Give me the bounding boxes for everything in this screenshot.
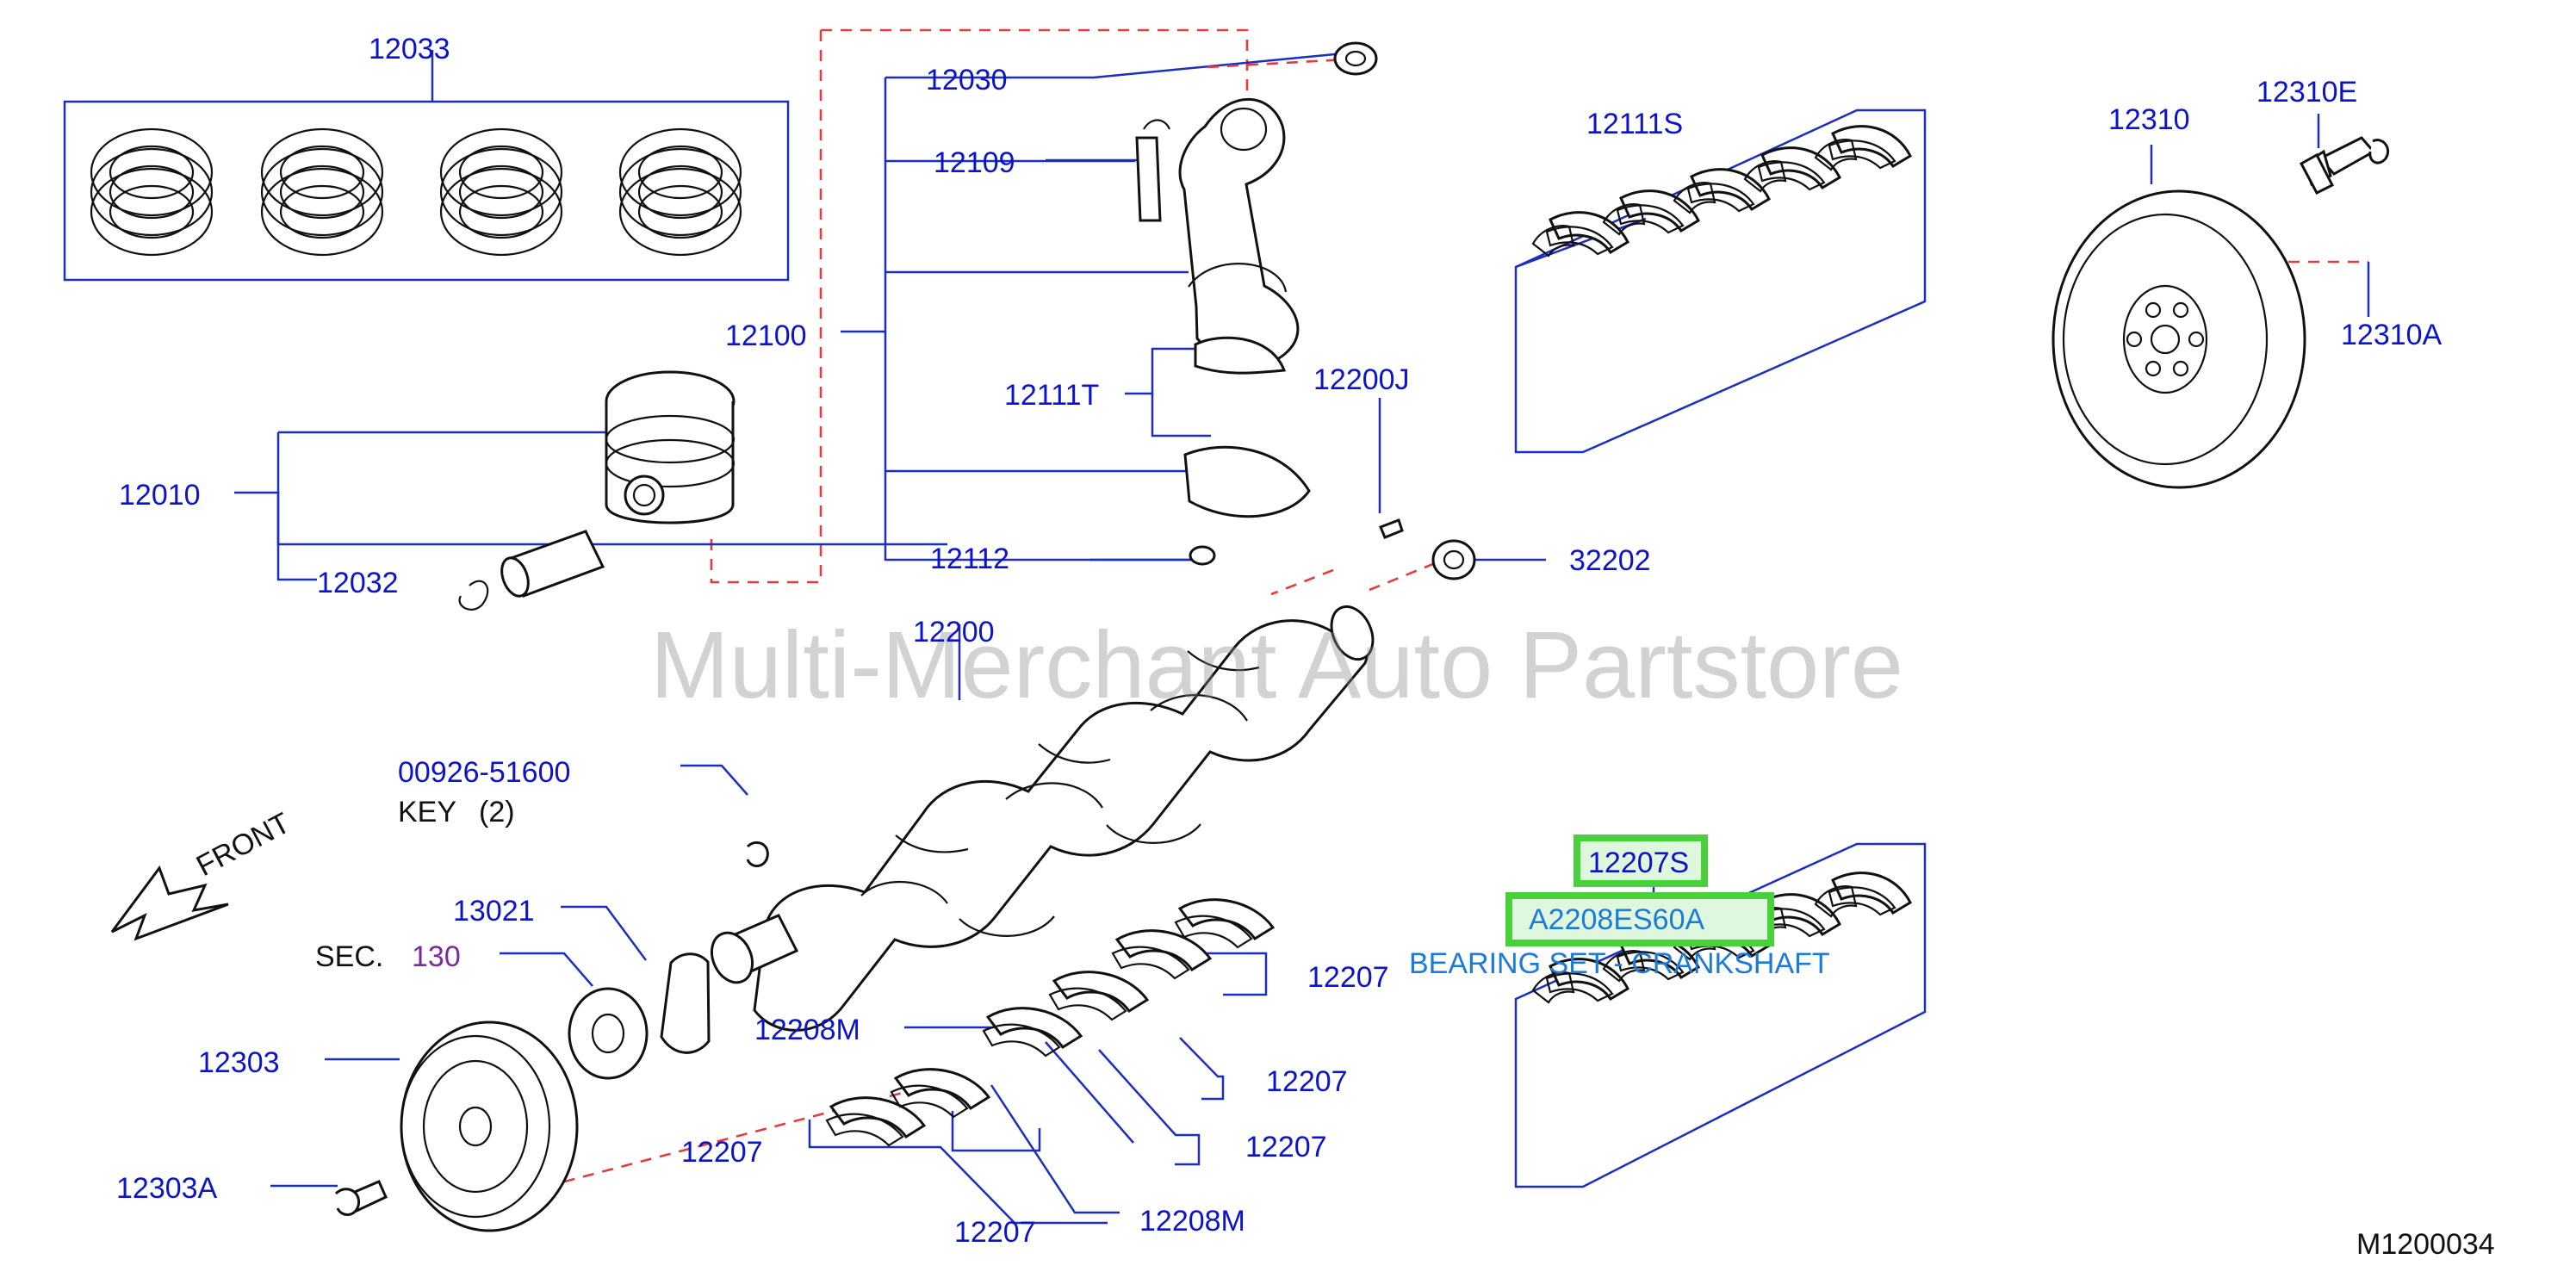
label-13021: 13021 (453, 895, 535, 927)
pulley-icon (334, 952, 711, 1232)
label-12208m-upper: 12208M (754, 1014, 860, 1046)
label-key: KEY (398, 796, 456, 828)
label-12303a: 12303A (116, 1172, 218, 1205)
label-12032: 12032 (317, 567, 399, 599)
label-32202: 32202 (1569, 544, 1651, 577)
label-12111s: 12111S (1586, 108, 1683, 140)
label-sec: SEC. (315, 940, 383, 973)
highlight-boxes (1505, 834, 1774, 946)
label-12109: 12109 (934, 146, 1015, 179)
piston-icon (605, 370, 736, 524)
label-front: FRONT (191, 807, 295, 884)
callout-labels: 12033 12030 12109 12100 12111T 12200J 12… (116, 33, 2495, 1261)
label-key-qty: (2) (479, 796, 515, 828)
diagram-code: M1200034 (2356, 1228, 2495, 1261)
watermark: Multi-Merchant Auto Partstore (650, 612, 1903, 718)
guide-lines (63, 28, 2370, 1225)
label-12200j: 12200J (1313, 363, 1410, 396)
label-12310: 12310 (2108, 103, 2190, 136)
main-bearing-set-icon (1531, 125, 1912, 257)
label-12010: 12010 (119, 479, 201, 512)
label-12030: 12030 (926, 64, 1008, 96)
small-parts-icon (746, 152, 2335, 867)
piston-rings-icon (90, 127, 742, 257)
label-bearing-set-crankshaft: BEARING SET - CRANKSHAFT (1409, 947, 1830, 980)
label-12207-right-upper: 12207 (1307, 961, 1389, 994)
label-12208m-lower: 12208M (1139, 1205, 1245, 1238)
label-12310a: 12310A (2341, 319, 2443, 351)
label-12303: 12303 (198, 1046, 280, 1079)
crankshaft-icon (710, 605, 1375, 1032)
label-12310e: 12310E (2256, 76, 2357, 109)
piston-pin-icon (458, 530, 605, 611)
label-12200: 12200 (913, 616, 995, 648)
label-12207-right-lower: 12207 (1245, 1131, 1327, 1163)
label-12033: 12033 (369, 33, 450, 65)
label-12207s: 12207S (1588, 847, 1689, 879)
label-12207-left: 12207 (681, 1136, 763, 1169)
front-arrow-icon (110, 865, 229, 941)
label-12111t: 12111T (1004, 379, 1099, 412)
label-12112: 12112 (930, 543, 1009, 575)
label-00926-51600: 00926-51600 (398, 756, 570, 789)
label-12100: 12100 (725, 320, 807, 352)
label-12207-right-middle: 12207 (1266, 1065, 1348, 1098)
label-12207-bottom: 12207 (954, 1216, 1036, 1249)
label-a2208es60a: A2208ES60A (1529, 903, 1704, 936)
connecting-rod-icon (1135, 41, 1378, 566)
crank-bearings-icon (825, 898, 1276, 1147)
label-sec-value: 130 (412, 940, 461, 973)
flywheel-icon (2051, 136, 2390, 489)
